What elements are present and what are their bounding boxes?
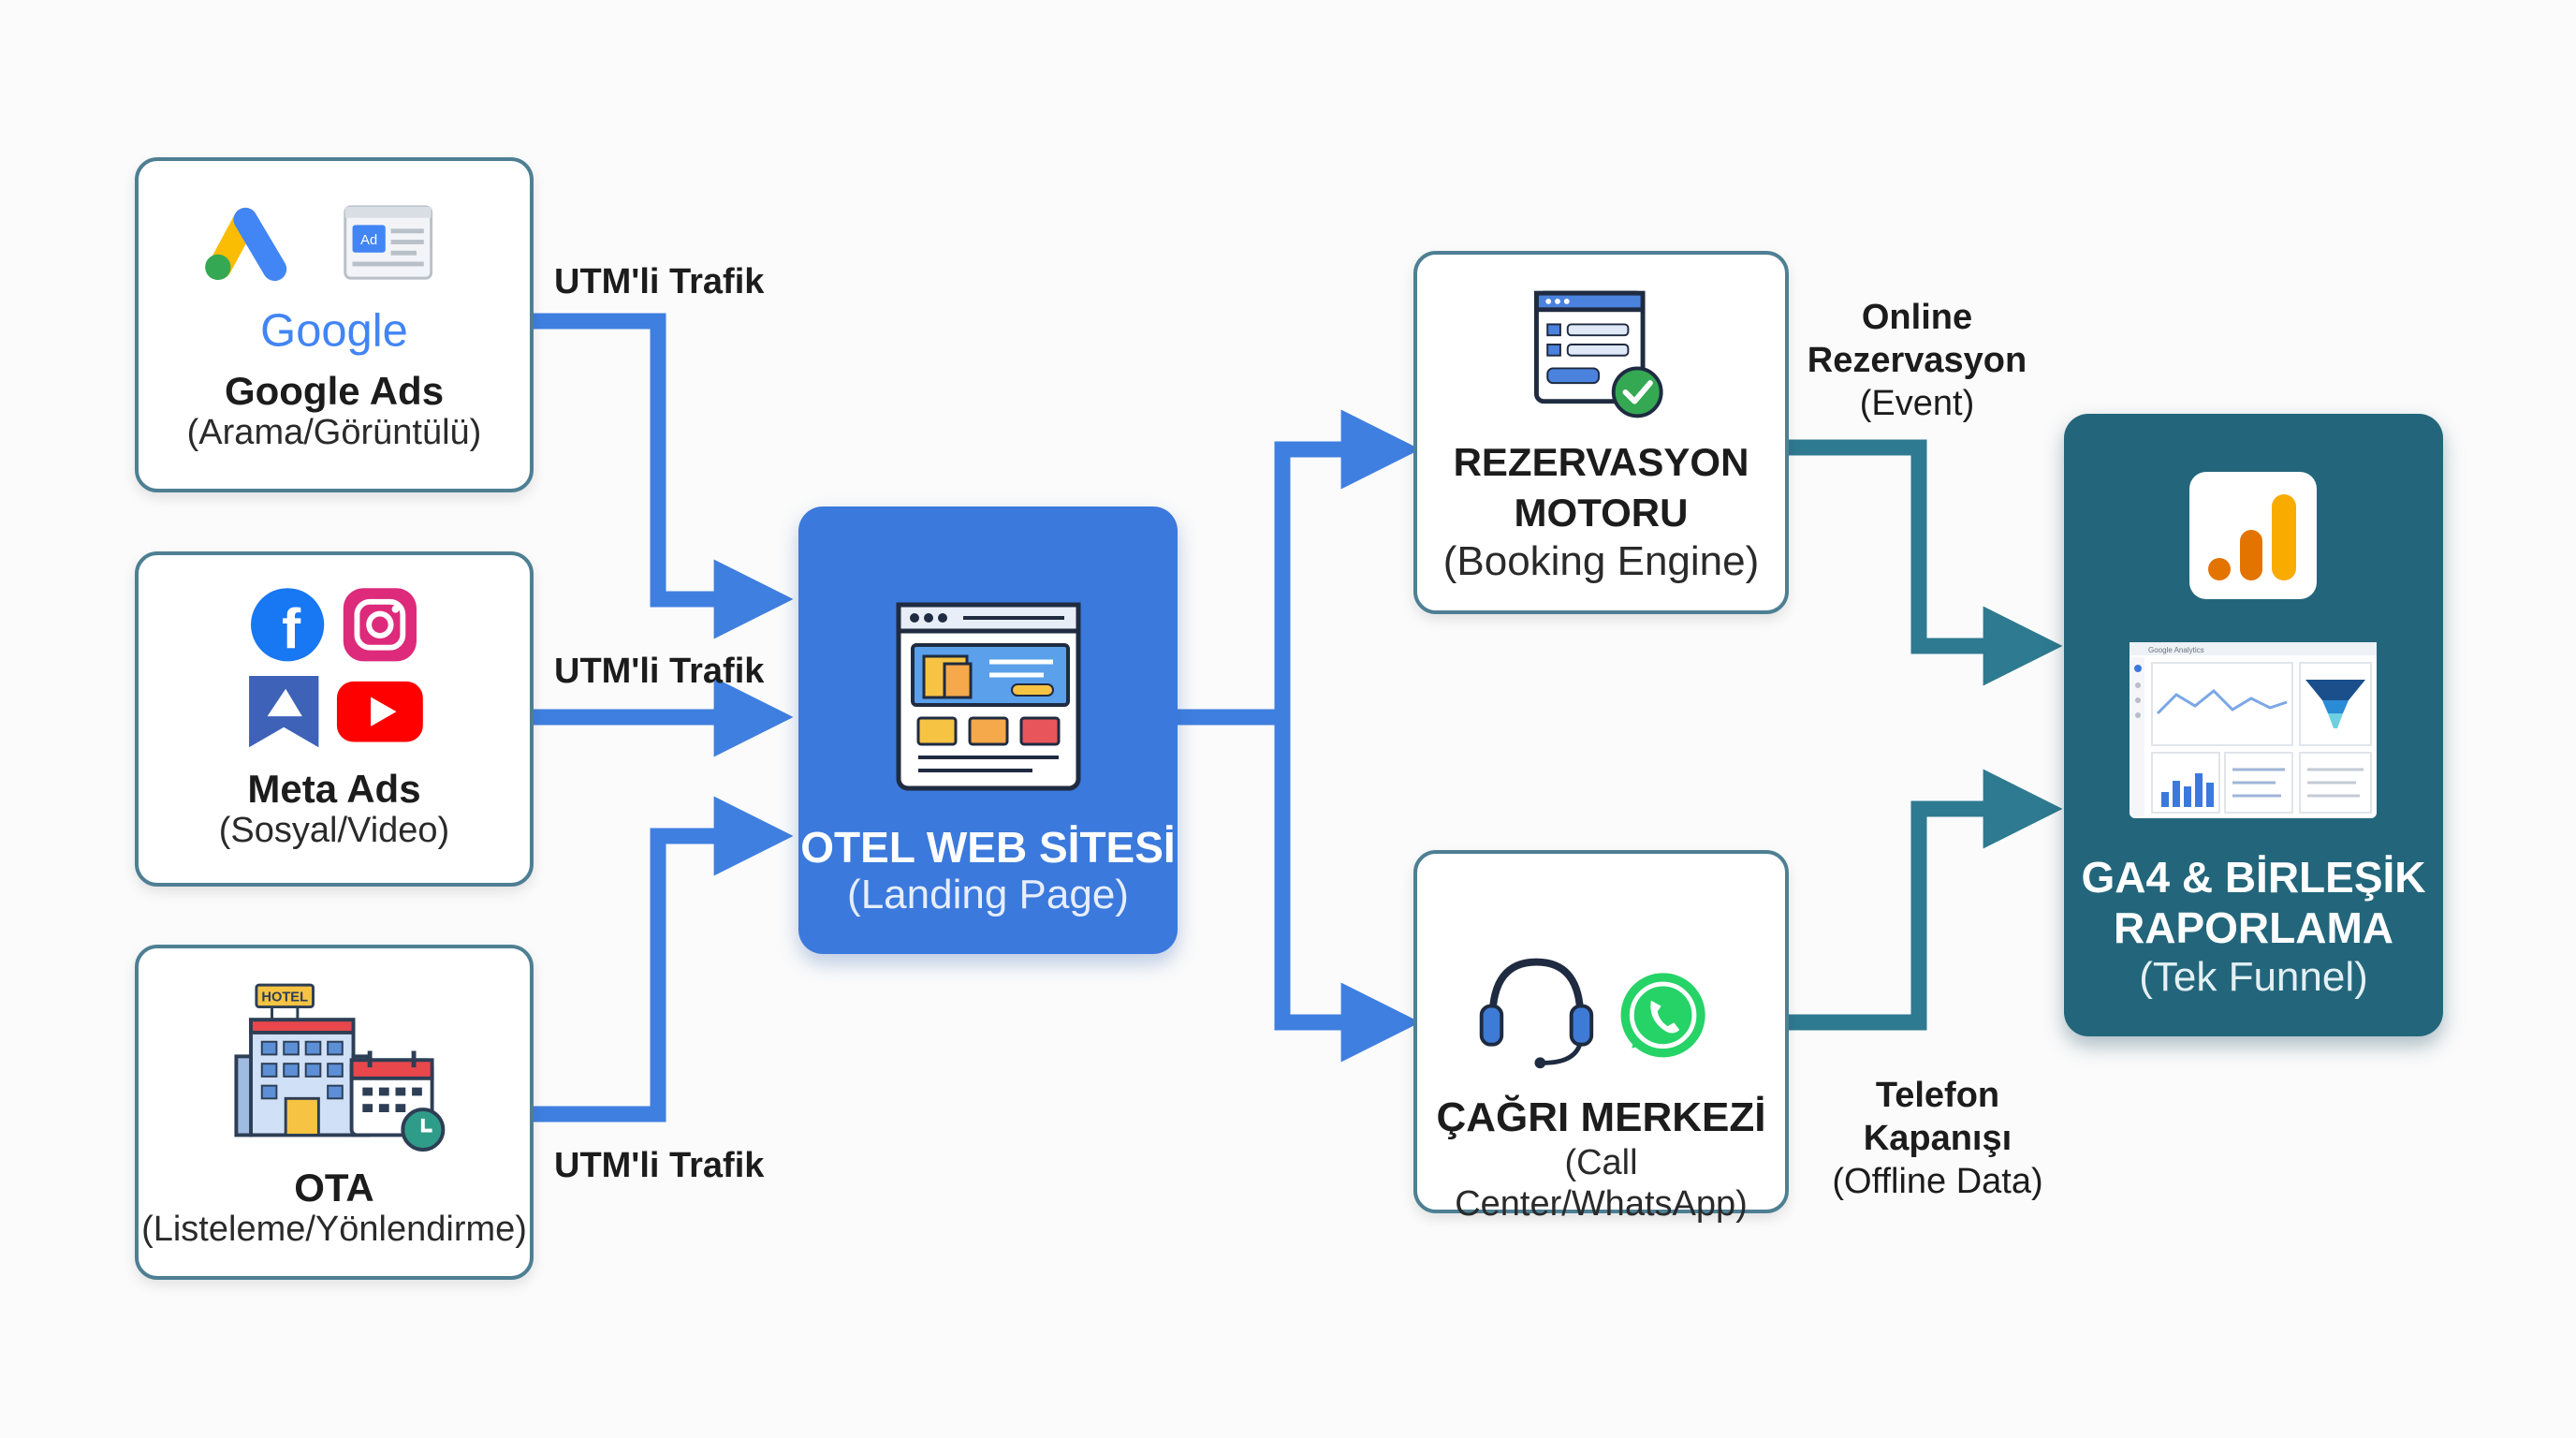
booking-subtitle: (Booking Engine) [1442,538,1760,584]
calendar-clock-icon [349,1050,446,1152]
ga4-title-line1: GA4 & BİRLEŞİK [2081,853,2426,902]
arrow-ota-to-hub [532,796,794,1123]
headset-icon [1479,958,1594,1069]
ota-card: HOTEL [135,945,534,1280]
ga4-icons: Google Analytics [2130,472,2377,818]
traffic-label-google: UTM'li Trafik [554,262,765,301]
google-ads-subtitle: (Arama/Görüntülü) [186,413,482,452]
hotel-website-hub: OTEL WEB SİTESİ (Landing Page) [798,506,1178,954]
facebook-icon: f [251,588,325,662]
booking-engine-card: REZERVASYON MOTORU (Booking Engine) [1413,251,1789,614]
analytics-logo-icon [2189,472,2317,599]
google-ads-logo-icon [205,207,287,282]
svg-text:f: f [282,597,301,661]
traffic-label-meta: UTM'li Trafik [554,652,765,691]
svg-text:Google Analytics: Google Analytics [2148,646,2204,654]
traffic-label-ota: UTM'li Trafik [554,1146,765,1185]
phone-label-line1: Telefon Kapanışı [1863,1076,2012,1158]
booking-title-line1: REZERVASYON [1453,440,1749,484]
booking-engine-icons [1534,290,1663,418]
arrow-google-to-hub [532,313,794,639]
meta-ads-subtitle: (Sosyal/Video) [218,811,450,850]
ota-icons: HOTEL [234,983,446,1152]
dashboard-preview-icon: Google Analytics [2130,642,2377,818]
svg-text:HOTEL: HOTEL [261,990,308,1005]
website-icon [896,602,1081,791]
phone-label-line2: (Offline Data) [1832,1162,2043,1201]
booking-form-icon [1534,290,1646,404]
google-ads-card: Ad Google Google Ads (Arama/Görüntülü) [135,157,534,492]
arrow-hub-to-booking [1178,409,1421,726]
ota-title: OTA [294,1166,374,1210]
display-ad-icon: Ad [344,205,433,280]
phone-closing-label: Telefon Kapanışı (Offline Data) [1797,1074,2078,1203]
online-reservation-label: Online Rezervasyon (Event) [1807,296,2027,425]
call-center-card: ÇAĞRI MERKEZİ (Call Center/WhatsApp) [1413,850,1789,1224]
arrow-booking-to-ga4 [1788,439,2063,686]
hotel-building-icon: HOTEL [234,983,371,1137]
google-ads-title: Google Ads [224,369,445,413]
call-center-title: ÇAĞRI MERKEZİ [1436,1094,1766,1140]
ga4-reporting-card: Google Analytics GA4 & BİRLEŞİK RAPORLAM… [2064,414,2443,1036]
arrow-hub-to-callcenter [1274,717,1421,1063]
meta-ads-title: Meta Ads [247,767,421,811]
online-label-line2: Rezervasyon [1807,341,2027,380]
hub-subtitle: (Landing Page) [847,872,1129,917]
arrow-callcenter-to-ga4 [1788,769,2063,1031]
online-label-line3: (Event) [1859,384,1975,423]
svg-text:Ad: Ad [360,233,377,248]
meta-ads-card: f Meta Ads (Sosyal/Video) [135,551,534,887]
audience-network-icon [249,676,319,748]
hub-title: OTEL WEB SİTESİ [800,823,1176,872]
booking-title-line2: MOTORU [1514,491,1689,535]
google-ads-icons: Ad Google [205,205,433,356]
checkmark-icon [1611,366,1663,418]
ga4-title-line2: RAPORLAMA [2114,903,2393,952]
ota-subtitle: (Listeleme/Yönlendirme) [141,1210,527,1249]
call-center-icons [1479,958,1705,1069]
meta-ads-icons: f [249,588,423,748]
call-center-subtitle: (Call Center/WhatsApp) [1455,1143,1748,1224]
youtube-icon [336,681,423,742]
ga4-subtitle: (Tek Funnel) [2139,954,2368,1000]
instagram-icon [343,588,417,662]
google-wordmark: Google [260,305,408,356]
online-label-line1: Online [1861,298,1973,337]
whatsapp-icon [1620,973,1705,1058]
